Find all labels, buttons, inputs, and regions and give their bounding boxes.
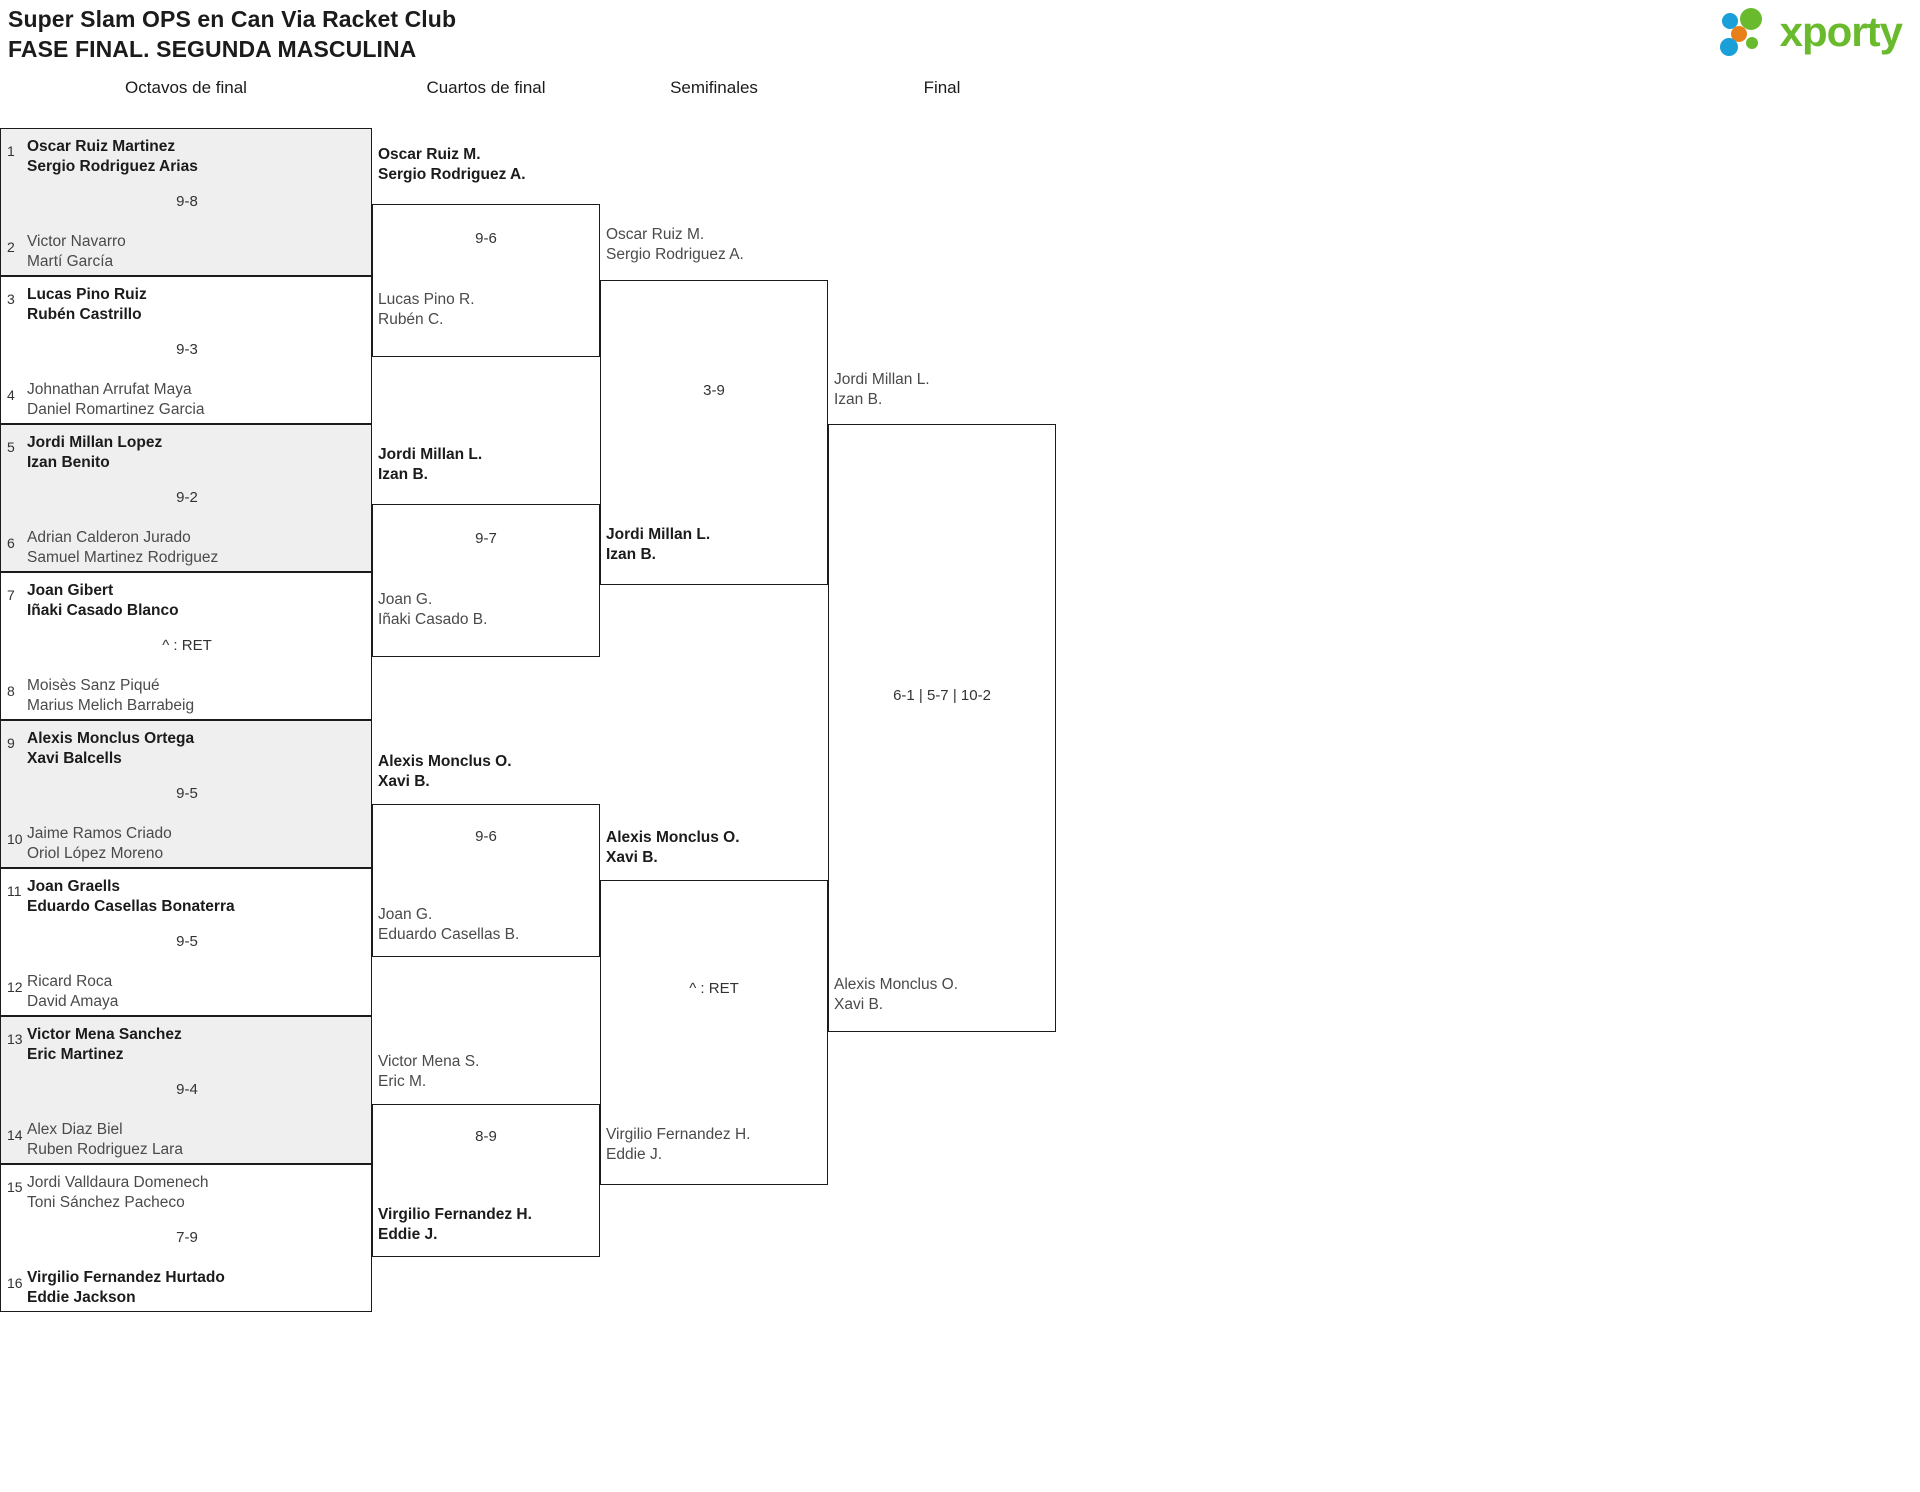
r2-score: 9-7: [475, 530, 497, 547]
r1-team-bottom: Virgilio Fernandez Hurtado Eddie Jackson: [27, 1269, 225, 1306]
r1-team-top: Joan Graells Eduardo Casellas Bonaterra: [27, 878, 235, 915]
r1-match-8[interactable]: 15 Jordi Valldaura Domenech Toni Sánchez…: [0, 1164, 372, 1312]
seed-number: 1: [7, 143, 15, 159]
r1-team-top: Jordi Millan Lopez Izan Benito: [27, 434, 163, 471]
r2-team-bottom: Lucas Pino R. Rubén C.: [378, 291, 475, 328]
r3-team-top: Alexis Monclus O. Xavi B.: [606, 829, 740, 866]
logo-wordmark: xporty: [1779, 8, 1903, 55]
r4-team-top: Jordi Millan L. Izan B.: [834, 371, 930, 408]
seed-number: 10: [7, 831, 23, 847]
r1-score: 9-4: [176, 1081, 198, 1098]
r2-team-top: Alexis Monclus O. Xavi B.: [378, 753, 512, 790]
r3-score: 3-9: [703, 382, 725, 399]
r2-match-1-connector[interactable]: [372, 204, 600, 357]
r3-match-2-connector[interactable]: [600, 880, 828, 1185]
r1-match-7[interactable]: 13 Victor Mena Sanchez Eric Martinez 9-4…: [0, 1016, 372, 1164]
r4-team-bottom: Alexis Monclus O. Xavi B.: [834, 976, 959, 1013]
r1-score: ^ : RET: [162, 637, 212, 654]
round-header-final: Final: [923, 78, 961, 97]
seed-number: 7: [7, 587, 15, 603]
r1-team-bottom: Victor Navarro Martí García: [27, 233, 126, 270]
r1-score: 9-3: [176, 341, 198, 358]
seed-number: 9: [7, 735, 15, 751]
seed-number: 15: [7, 1179, 23, 1195]
seed-number: 12: [7, 979, 23, 995]
r3-team-bottom: Virgilio Fernandez H. Eddie J.: [606, 1126, 751, 1163]
r4-final-connector[interactable]: [828, 424, 1056, 1032]
seed-number: 8: [7, 683, 15, 699]
r2-score: 8-9: [475, 1128, 497, 1145]
r1-team-top: Joan Gibert Iñaki Casado Blanco: [27, 582, 179, 619]
seed-number: 5: [7, 439, 15, 455]
r2-team-bottom: Virgilio Fernandez H. Eddie J.: [378, 1206, 532, 1243]
r2-team-top: Oscar Ruiz M. Sergio Rodriguez A.: [378, 146, 526, 183]
r2-match-3-connector[interactable]: [372, 804, 600, 957]
r1-score: 9-8: [176, 193, 198, 210]
r4-score: 6-1 | 5-7 | 10-2: [893, 687, 991, 704]
round-header-octavos: Octavos de final: [125, 78, 247, 97]
r2-team-bottom: Joan G. Iñaki Casado B.: [378, 591, 488, 628]
r1-match-5[interactable]: 9 Alexis Monclus Ortega Xavi Balcells 9-…: [0, 720, 372, 868]
r1-team-bottom: Adrian Calderon Jurado Samuel Martinez R…: [27, 529, 219, 566]
r2-team-bottom: Joan G. Eduardo Casellas B.: [378, 906, 520, 943]
r1-match-6[interactable]: 11 Joan Graells Eduardo Casellas Bonater…: [0, 868, 372, 1016]
r3-match-1-connector[interactable]: [600, 280, 828, 585]
tournament-subtitle: FASE FINAL. SEGUNDA MASCULINA: [8, 36, 417, 62]
round-header-semis: Semifinales: [670, 78, 758, 97]
r1-team-top: Alexis Monclus Ortega Xavi Balcells: [27, 730, 195, 767]
seed-number: 11: [7, 883, 22, 899]
r3-team-bottom: Jordi Millan L. Izan B.: [606, 526, 711, 563]
seed-number: 3: [7, 291, 15, 307]
r1-team-top: Jordi Valldaura Domenech Toni Sánchez Pa…: [27, 1174, 209, 1211]
r2-match-4-connector[interactable]: [372, 1104, 600, 1257]
r1-match-4[interactable]: 7 Joan Gibert Iñaki Casado Blanco ^ : RE…: [0, 572, 372, 720]
r1-team-bottom: Alex Diaz Biel Ruben Rodriguez Lara: [27, 1121, 183, 1158]
seed-number: 16: [7, 1275, 23, 1291]
seed-number: 13: [7, 1031, 23, 1047]
r2-team-top: Victor Mena S. Eric M.: [378, 1053, 480, 1090]
r1-match-3[interactable]: 5 Jordi Millan Lopez Izan Benito 9-2 6 A…: [0, 424, 372, 572]
r1-team-top: Lucas Pino Ruiz Rubén Castrillo: [27, 286, 147, 323]
seed-number: 4: [7, 387, 15, 403]
seed-number: 6: [7, 535, 15, 551]
r3-score: ^ : RET: [689, 980, 739, 997]
r1-match-2[interactable]: 3 Lucas Pino Ruiz Rubén Castrillo 9-3 4 …: [0, 276, 372, 424]
logo-dots-icon: [1718, 8, 1774, 56]
r1-match-1[interactable]: 1 Oscar Ruiz Martinez Sergio Rodriguez A…: [0, 128, 372, 276]
r1-team-bottom: Johnathan Arrufat Maya Daniel Romartinez…: [27, 381, 205, 418]
r1-score: 9-5: [176, 785, 198, 802]
seed-number: 2: [7, 239, 15, 255]
r2-team-top: Jordi Millan L. Izan B.: [378, 446, 483, 483]
r2-score: 9-6: [475, 828, 497, 845]
page-title: Super Slam OPS en Can Via Racket Club FA…: [8, 4, 456, 64]
tournament-title: Super Slam OPS en Can Via Racket Club: [8, 6, 457, 32]
seed-number: 14: [7, 1127, 23, 1143]
r1-score: 7-9: [176, 1229, 198, 1246]
r2-match-2-connector[interactable]: [372, 504, 600, 657]
r1-team-top: Victor Mena Sanchez Eric Martinez: [27, 1026, 182, 1063]
r1-team-bottom: Moisès Sanz Piqué Marius Melich Barrabei…: [27, 677, 195, 714]
r1-team-bottom: Jaime Ramos Criado Oriol López Moreno: [27, 825, 172, 862]
r1-team-bottom: Ricard Roca David Amaya: [27, 973, 119, 1010]
r1-score: 9-2: [176, 489, 198, 506]
round-header-cuartos: Cuartos de final: [426, 78, 546, 97]
xporty-logo[interactable]: xporty: [1718, 8, 1903, 56]
r2-score: 9-6: [475, 230, 497, 247]
r1-score: 9-5: [176, 933, 198, 950]
r1-team-top: Oscar Ruiz Martinez Sergio Rodriguez Ari…: [27, 138, 198, 175]
r3-team-top: Oscar Ruiz M. Sergio Rodriguez A.: [606, 226, 744, 263]
